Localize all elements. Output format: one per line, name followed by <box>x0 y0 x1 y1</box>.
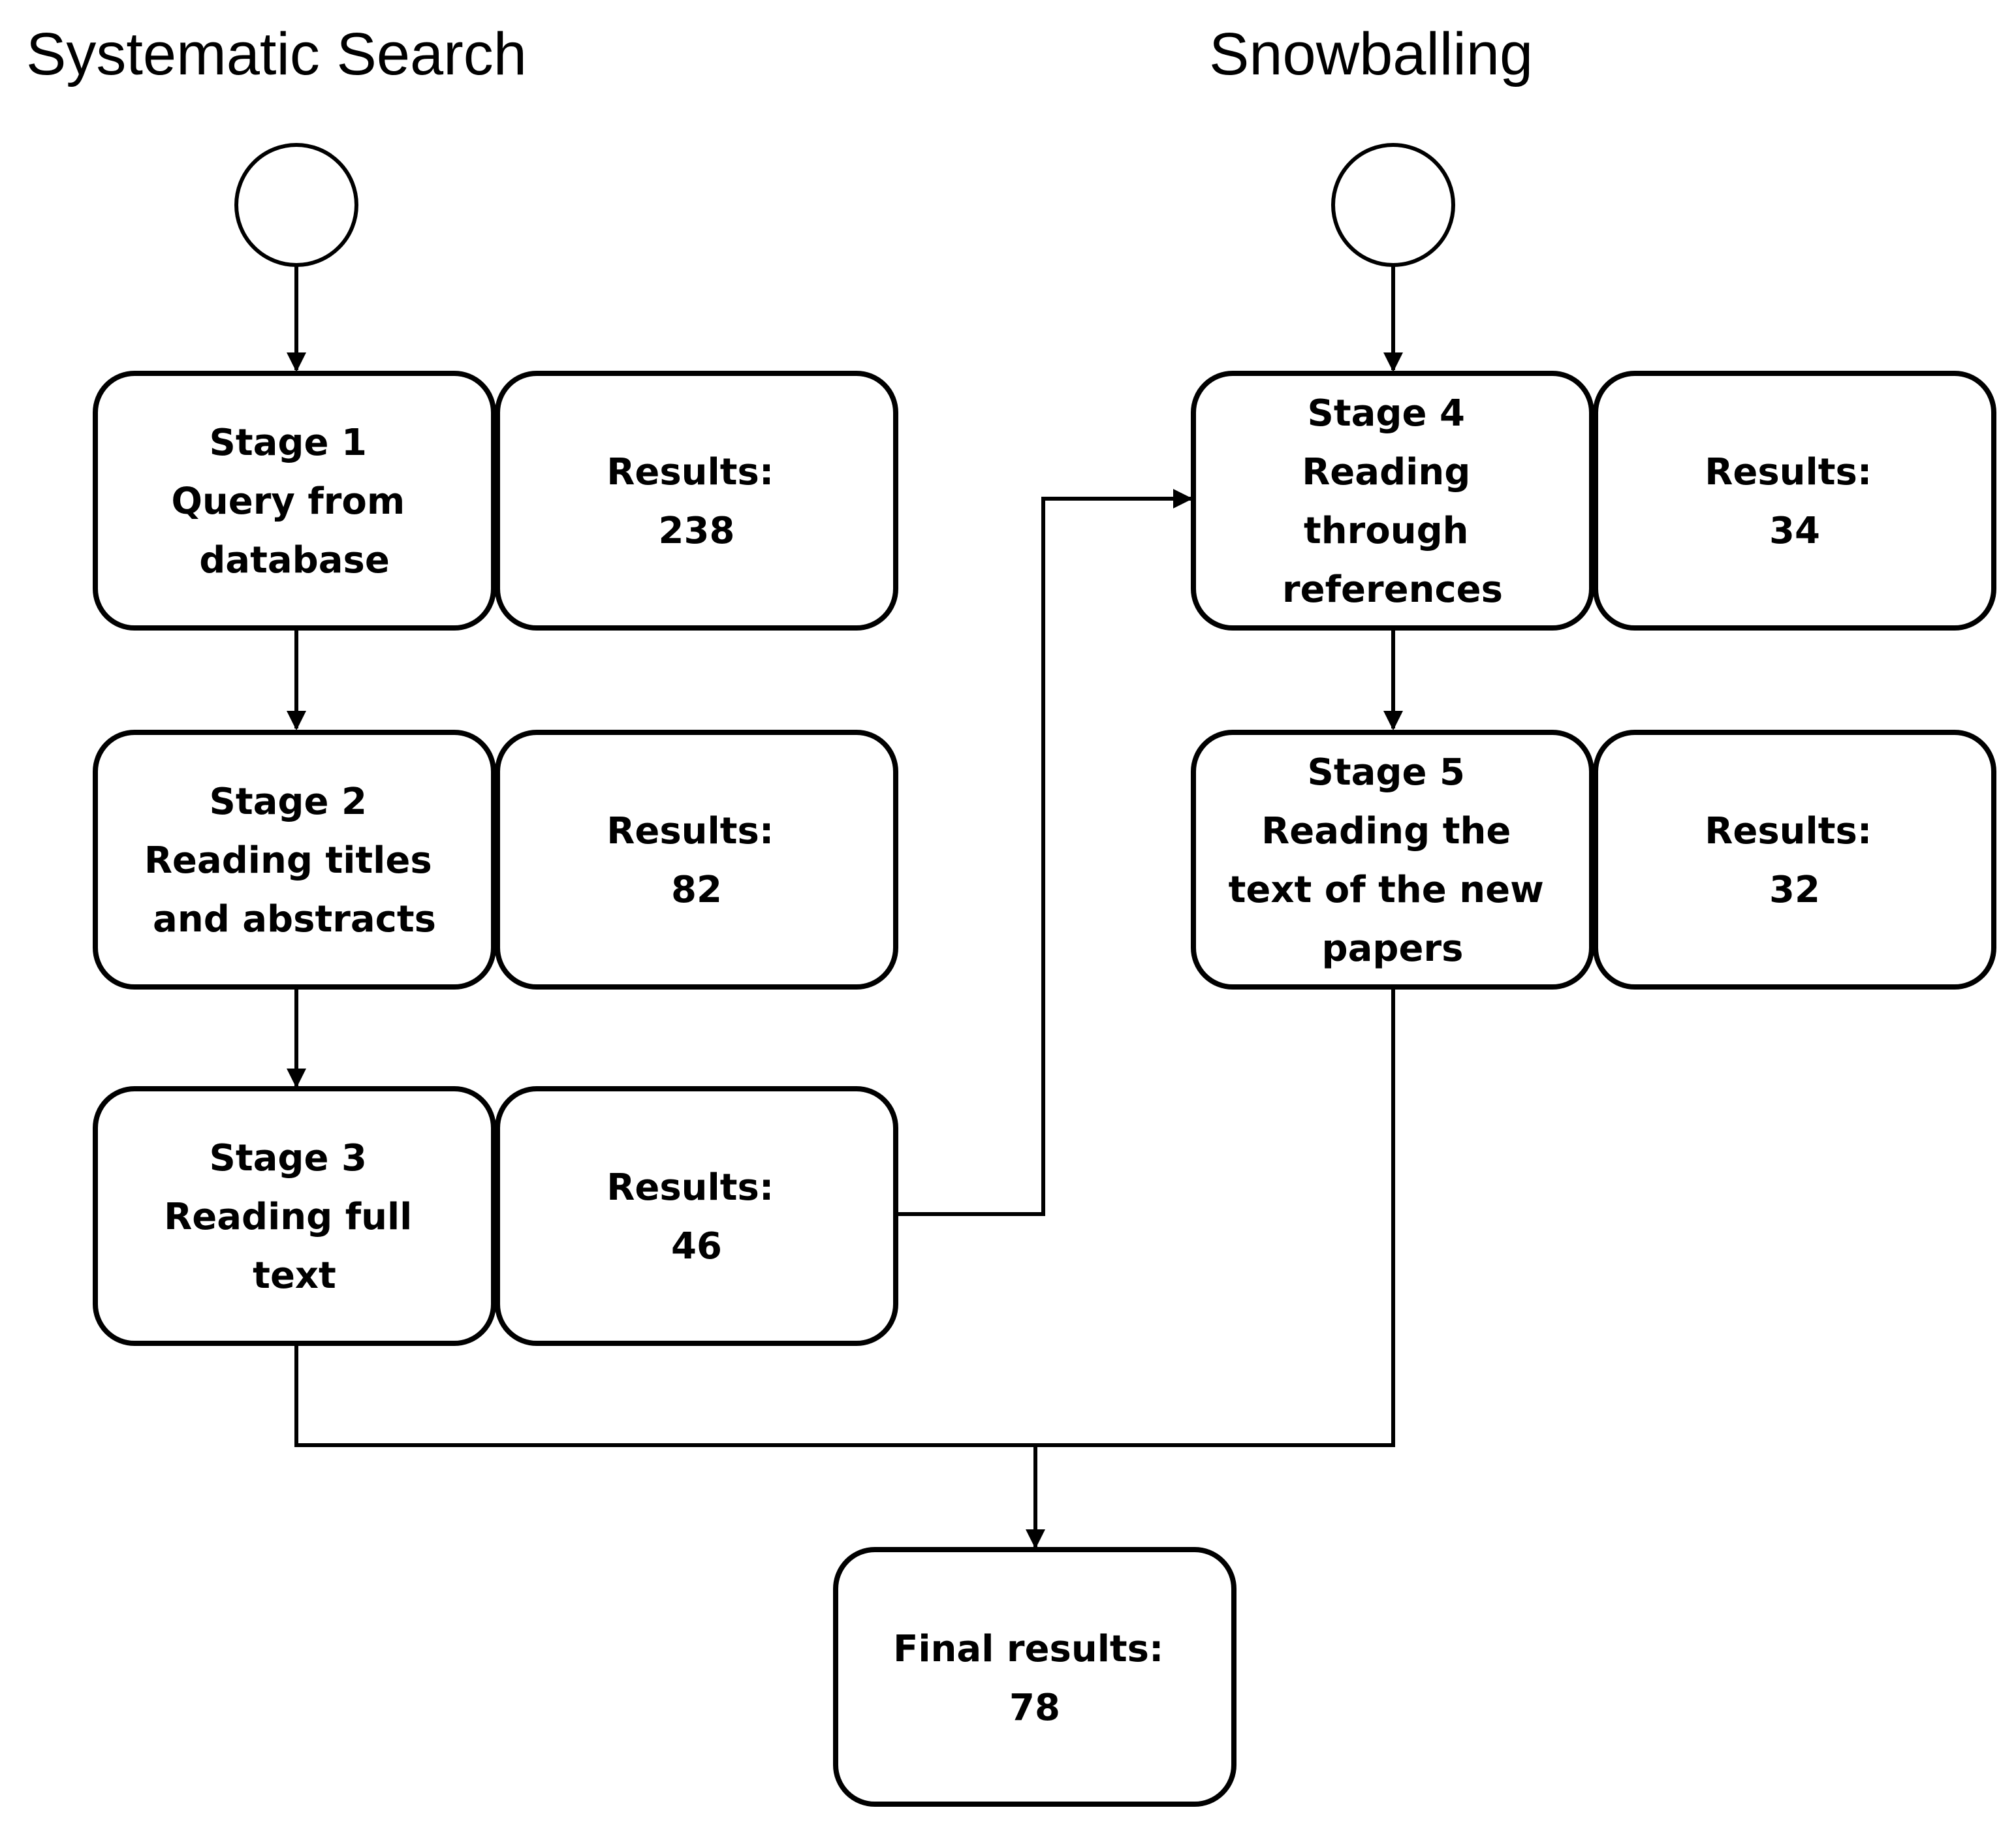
merge-line-stage-3-stage-5 <box>294 987 1395 1447</box>
stage-3-line: text <box>253 1255 336 1297</box>
stage-4-box <box>1191 371 1594 631</box>
stage-2-line: Reading titles <box>144 839 432 882</box>
start-node-systematic-search <box>234 143 358 267</box>
stage-1-results-line: Results: <box>606 451 774 493</box>
stage-5-box <box>1191 730 1594 990</box>
stage-5-label: Stage 5 Reading the text of the new pape… <box>1229 751 1557 970</box>
stage-4-line: through <box>1304 510 1469 552</box>
stage-2-results-line: Results: <box>606 810 774 852</box>
stage-4-label: Stage 4 Reading through references <box>1282 392 1503 611</box>
stage-4-results-box <box>1593 371 1996 631</box>
stage-2-results-box <box>495 730 898 990</box>
stage-1-group: Stage 1 Query from database Results: 238 <box>93 371 898 631</box>
final-results-box <box>833 1547 1236 1807</box>
left-column-title: Systematic Search <box>26 21 527 87</box>
stage-1-line: database <box>199 539 390 582</box>
stage-4-results-line: Results: <box>1705 451 1872 493</box>
stage-2-group: Stage 2 Reading titles and abstracts Res… <box>93 730 898 990</box>
stage-5-results-box <box>1593 730 1996 990</box>
stage-1-label: Stage 1 Query from database <box>171 422 417 582</box>
stage-5-results-line: Results: <box>1705 810 1872 852</box>
connectors <box>287 265 1403 1549</box>
stage-3-results: Results: 46 <box>606 1166 787 1268</box>
stage-1-line: Query from <box>171 480 405 523</box>
stage-3-box <box>93 1086 496 1346</box>
stage-1-results: Results: 238 <box>606 451 787 552</box>
stage-3-group: Stage 3 Reading full text Results: 46 <box>93 1086 898 1346</box>
stage-4-line: references <box>1282 569 1503 611</box>
final-results-line: 78 <box>1009 1687 1060 1729</box>
final-results: Final results: 78 <box>893 1628 1176 1729</box>
stage-4-group: Stage 4 Reading through references Resul… <box>1191 371 1996 631</box>
final-results-group: Final results: 78 <box>833 1547 1236 1807</box>
stage-3-results-line: 46 <box>671 1225 722 1268</box>
stage-3-label: Stage 3 Reading full text <box>164 1137 425 1297</box>
stage-2-results-line: 82 <box>671 869 722 911</box>
stage-1-box <box>93 371 496 631</box>
stage-4-line: Reading <box>1302 451 1470 493</box>
stage-5-results-line: 32 <box>1769 869 1820 911</box>
stage-5-line: text of the new <box>1229 869 1544 911</box>
stage-4-results-line: 34 <box>1769 510 1820 552</box>
stage-1-results-line: 238 <box>659 510 735 552</box>
stage-2-label: Stage 2 Reading titles and abstracts <box>144 781 445 941</box>
stage-1-line: Stage 1 <box>210 422 367 464</box>
stage-5-group: Stage 5 Reading the text of the new pape… <box>1191 730 1996 990</box>
arrow-stage-3-to-stage-4 <box>896 489 1193 1216</box>
stage-5-line: papers <box>1322 928 1464 970</box>
stage-2-line: and abstracts <box>153 898 436 941</box>
stage-3-line: Stage 3 <box>210 1137 367 1179</box>
stage-5-line: Reading the <box>1261 810 1511 852</box>
stage-2-line: Stage 2 <box>210 781 367 823</box>
stage-2-results: Results: 82 <box>606 810 787 911</box>
stage-2-box <box>93 730 496 990</box>
right-column-title: Snowballing <box>1209 21 1533 87</box>
start-node-snowballing <box>1331 143 1455 267</box>
stage-4-results: Results: 34 <box>1705 451 1885 552</box>
stage-3-results-box <box>495 1086 898 1346</box>
stage-4-line: Stage 4 <box>1308 392 1465 435</box>
stage-5-results: Results: 32 <box>1705 810 1885 911</box>
stage-1-results-box <box>495 371 898 631</box>
stage-5-line: Stage 5 <box>1308 751 1465 794</box>
stage-3-results-line: Results: <box>606 1166 774 1209</box>
stage-3-line: Reading full <box>164 1196 412 1238</box>
final-results-line: Final results: <box>893 1628 1163 1670</box>
